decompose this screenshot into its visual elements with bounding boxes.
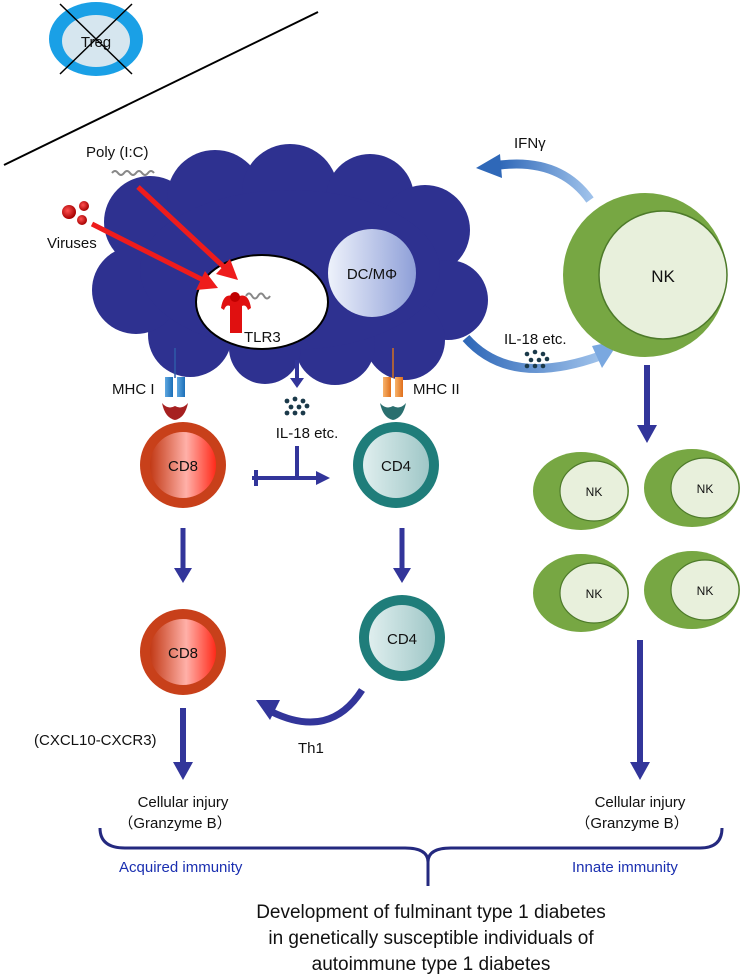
footer-line2: in genetically susceptible individuals o… (268, 928, 594, 949)
nk-cell-main (563, 193, 728, 357)
cytokine-dots-icon (284, 396, 310, 416)
mhc1-molecule (165, 377, 185, 397)
cd8-killing-arrow (173, 708, 193, 780)
poly-ic-label: Poly (I:C) (86, 144, 149, 161)
nk-cell-small (533, 452, 629, 530)
il18-nk-label: IL-18 etc. (504, 331, 567, 348)
right-outcome-line2: （Granzyme B） (575, 815, 688, 832)
footer-line1: Development of fulminant type 1 diabetes (256, 902, 606, 923)
tcr-cd8-receptor (162, 403, 188, 420)
tcr-cd4-receptor (380, 403, 406, 420)
nk-cell-small (533, 554, 629, 632)
left-outcome-line1: Cellular injury (138, 794, 229, 811)
footer-line3: autoimmune type 1 diabetes (312, 954, 551, 975)
il18-center-label: IL-18 etc. (276, 425, 339, 442)
treg-cell: Treg (49, 2, 143, 76)
virus-icon (62, 201, 89, 225)
acquired-immunity-label: Acquired immunity (119, 859, 243, 876)
ifn-gamma-label: IFNγ (514, 135, 546, 152)
nk-small-label: NK (697, 482, 714, 496)
ifn-gamma-arrow (476, 154, 594, 203)
cd4-activation-arrow (393, 528, 411, 583)
cd4-bottom-label: CD4 (387, 631, 417, 648)
nk-cell-small (644, 449, 740, 527)
divider-line (3, 11, 319, 166)
cd4-effector-cell (359, 595, 445, 681)
nk-small-label: NK (697, 584, 714, 598)
cd8-activation-arrow (174, 528, 192, 583)
innate-immunity-label: Innate immunity (572, 859, 678, 876)
right-outcome-line1: Cellular injury (595, 794, 686, 811)
cd4-t-cell (353, 422, 439, 508)
cd8-top-label: CD8 (168, 458, 198, 475)
cd8-bottom-label: CD8 (168, 645, 198, 662)
cd8-effector-cell (140, 609, 226, 695)
cd4-top-label: CD4 (381, 458, 411, 475)
nk-small-label: NK (586, 587, 603, 601)
mhc1-label: MHC I (112, 381, 155, 398)
nk-killing-arrow (630, 640, 650, 780)
immunity-bracket (98, 827, 724, 863)
tlr3-receptor (221, 292, 271, 333)
dc-label: DC/MΦ (347, 266, 397, 283)
il18-center-arrow (290, 360, 304, 388)
poly-ic-strand (245, 292, 271, 300)
left-outcome-line2: （Granzyme B） (118, 815, 231, 832)
th1-label: Th1 (298, 740, 324, 757)
viruses-label: Viruses (47, 235, 97, 252)
chemokine-label: (CXCL10-CXCR3) (34, 732, 157, 749)
dc-macrophage (328, 229, 416, 317)
mhc2-molecule (383, 377, 403, 397)
nk-cell-small (644, 551, 740, 629)
tlr3-label: TLR3 (244, 329, 281, 346)
nk-main-label: NK (651, 267, 675, 286)
il18-split-arrow (252, 446, 330, 486)
nk-small-label: NK (586, 485, 603, 499)
endosome (195, 254, 329, 350)
cytokine-dots-icon (524, 349, 550, 369)
treg-cross-line (59, 3, 133, 75)
nk-expansion-arrow (637, 365, 657, 443)
poly-ic-strand-icon (111, 170, 155, 176)
mhc2-label: MHC II (413, 381, 460, 398)
th1-help-arrow (256, 688, 365, 726)
virus-arrow (90, 221, 218, 290)
cd8-t-cell (140, 422, 226, 508)
poly-ic-arrow (136, 185, 238, 280)
